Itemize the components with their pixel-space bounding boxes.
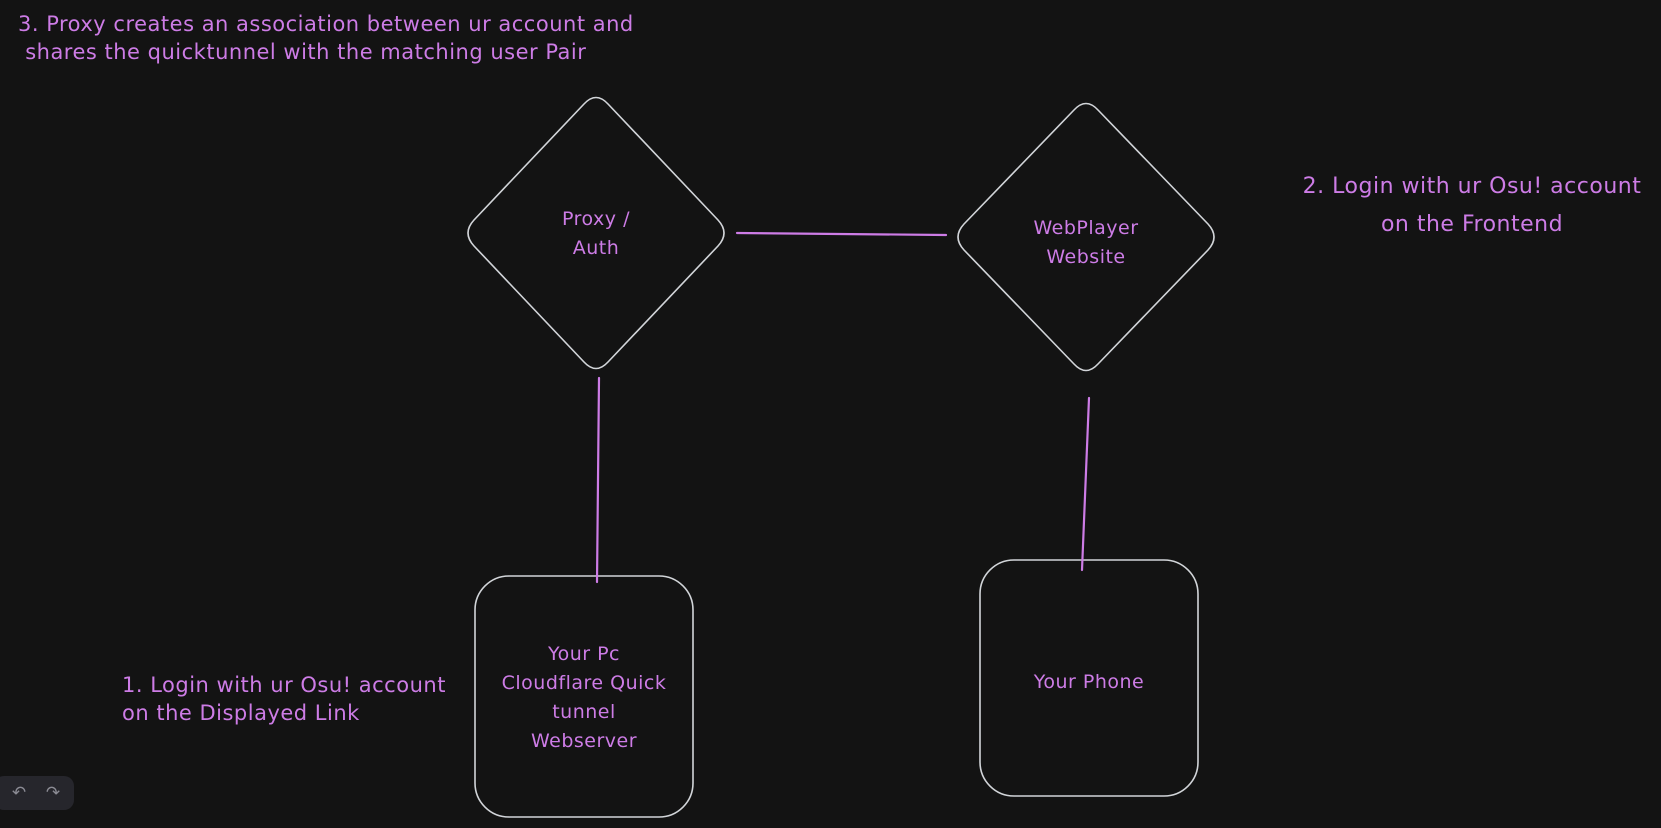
connector-proxy-to-webplayer[interactable] (735, 231, 948, 237)
connector-proxy-to-pc[interactable] (595, 376, 601, 584)
label-webplayer-website[interactable]: WebPlayer Website (1033, 217, 1139, 268)
redo-button[interactable]: ↷ (40, 780, 66, 806)
undo-redo-toolbar: ↶ ↷ (0, 776, 74, 810)
undo-button[interactable]: ↶ (6, 780, 32, 806)
connector-webplayer-to-phone[interactable] (1080, 396, 1091, 572)
annotation-step-3[interactable]: 3. Proxy creates an association between … (18, 12, 634, 64)
redo-icon: ↷ (45, 782, 61, 803)
label-your-pc[interactable]: Your Pc Cloudflare Quick tunnel Webserve… (501, 643, 667, 752)
diamond-webplayer-website[interactable] (957, 102, 1215, 372)
undo-icon: ↶ (11, 782, 27, 803)
rect-your-pc[interactable] (474, 575, 694, 818)
label-your-phone[interactable]: Your Phone (1033, 671, 1145, 693)
annotation-step-1[interactable]: 1. Login with ur Osu! account on the Dis… (122, 673, 446, 725)
annotation-step-2[interactable]: 2. Login with ur Osu! account on the Fro… (1302, 174, 1642, 237)
label-proxy-auth[interactable]: Proxy / Auth (562, 208, 630, 259)
diamond-proxy-auth[interactable] (467, 96, 725, 370)
rect-your-phone[interactable] (979, 559, 1199, 797)
